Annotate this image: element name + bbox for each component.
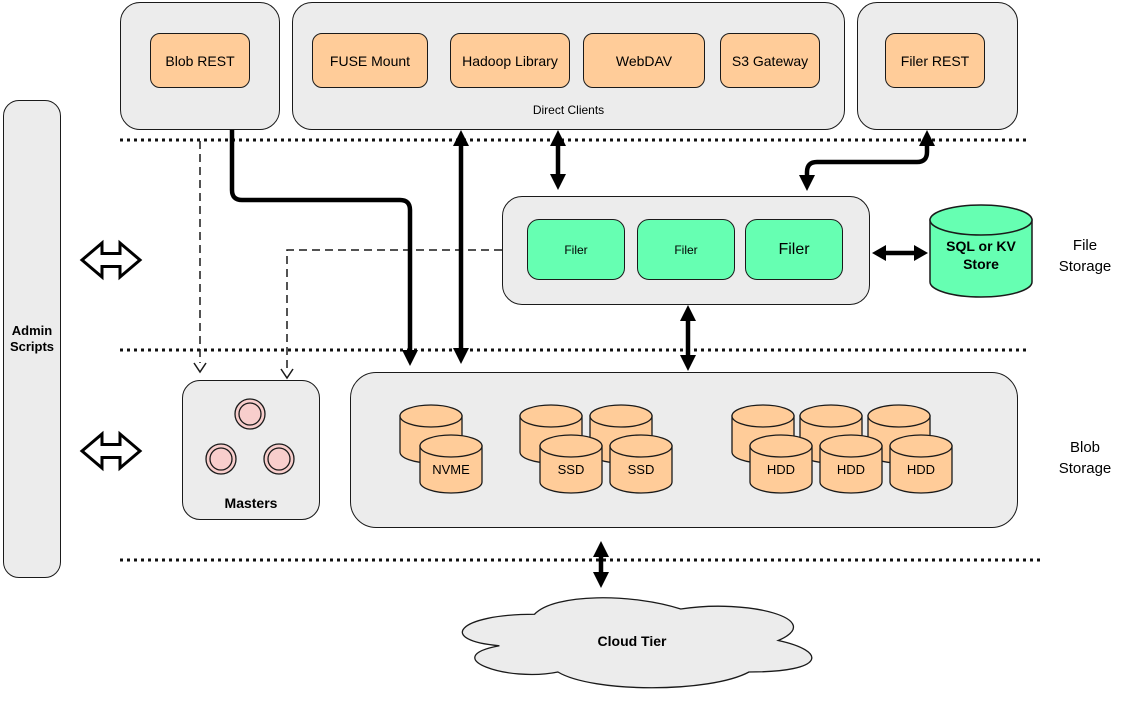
- admin-double-arrows: [79, 239, 143, 472]
- masters-label: Masters: [224, 495, 278, 511]
- volume-servers-group: [350, 372, 1018, 528]
- arrowhead: [453, 130, 469, 146]
- hadoop-library-label: Hadoop Library: [462, 52, 558, 69]
- filer-label-1: Filer: [564, 242, 588, 257]
- arrowhead: [550, 130, 566, 146]
- arrowhead: [680, 355, 696, 371]
- s3-gateway-node: S3 Gateway: [720, 33, 820, 88]
- blob-rest-node: Blob REST: [150, 33, 250, 88]
- arrowhead: [872, 245, 886, 261]
- arrowhead: [593, 572, 609, 588]
- filer-node-3: Filer: [745, 219, 843, 280]
- kv-store-top: [929, 204, 1033, 236]
- arrowhead: [593, 541, 609, 557]
- arrowhead: [402, 350, 418, 366]
- webdav-label: WebDAV: [615, 52, 673, 69]
- filer-node-2: Filer: [637, 219, 735, 280]
- arrowhead: [680, 305, 696, 321]
- link-filerrest-filer: [804, 146, 930, 175]
- filer-label-3: Filer: [778, 240, 810, 258]
- dashed-links: [193, 141, 502, 380]
- arrowhead: [550, 174, 566, 190]
- s3-gateway-label: S3 Gateway: [731, 52, 809, 69]
- filer-label-2: Filer: [674, 242, 698, 257]
- file-storage-layer-label: File Storage: [1058, 237, 1112, 275]
- arrowhead: [799, 175, 815, 191]
- arrowhead: [919, 130, 935, 146]
- fuse-mount-node: FUSE Mount: [312, 33, 428, 88]
- direct-clients-caption: Direct Clients: [532, 103, 605, 117]
- arrowhead: [453, 348, 469, 364]
- filer-rest-label: Filer REST: [900, 52, 970, 69]
- filer-rest-node: Filer REST: [885, 33, 985, 88]
- cloud-tier-label: Cloud Tier: [597, 633, 667, 649]
- admin-arrow-file-layer: [79, 239, 143, 281]
- fuse-mount-label: FUSE Mount: [329, 52, 411, 69]
- blob-rest-label: Blob REST: [165, 52, 235, 69]
- admin-scripts-label: Admin Scripts: [9, 323, 55, 354]
- admin-arrow-blob-layer: [79, 430, 143, 472]
- blob-storage-layer-label: Blob Storage: [1058, 439, 1112, 477]
- hadoop-library-node: Hadoop Library: [450, 33, 570, 88]
- webdav-node: WebDAV: [583, 33, 705, 88]
- dashed-arrowhead-2: [280, 368, 294, 380]
- masters-group: Masters: [182, 380, 320, 520]
- link-blobrest-volumes: [229, 130, 413, 350]
- dashed-link-filer-masters: [286, 249, 502, 368]
- filer-node-1: Filer: [527, 219, 625, 280]
- kv-store-label: SQL or KV Store: [946, 238, 1016, 272]
- admin-scripts-box: Admin Scripts: [3, 100, 61, 578]
- dashed-arrowhead-1: [193, 362, 207, 374]
- arrowhead: [914, 245, 928, 261]
